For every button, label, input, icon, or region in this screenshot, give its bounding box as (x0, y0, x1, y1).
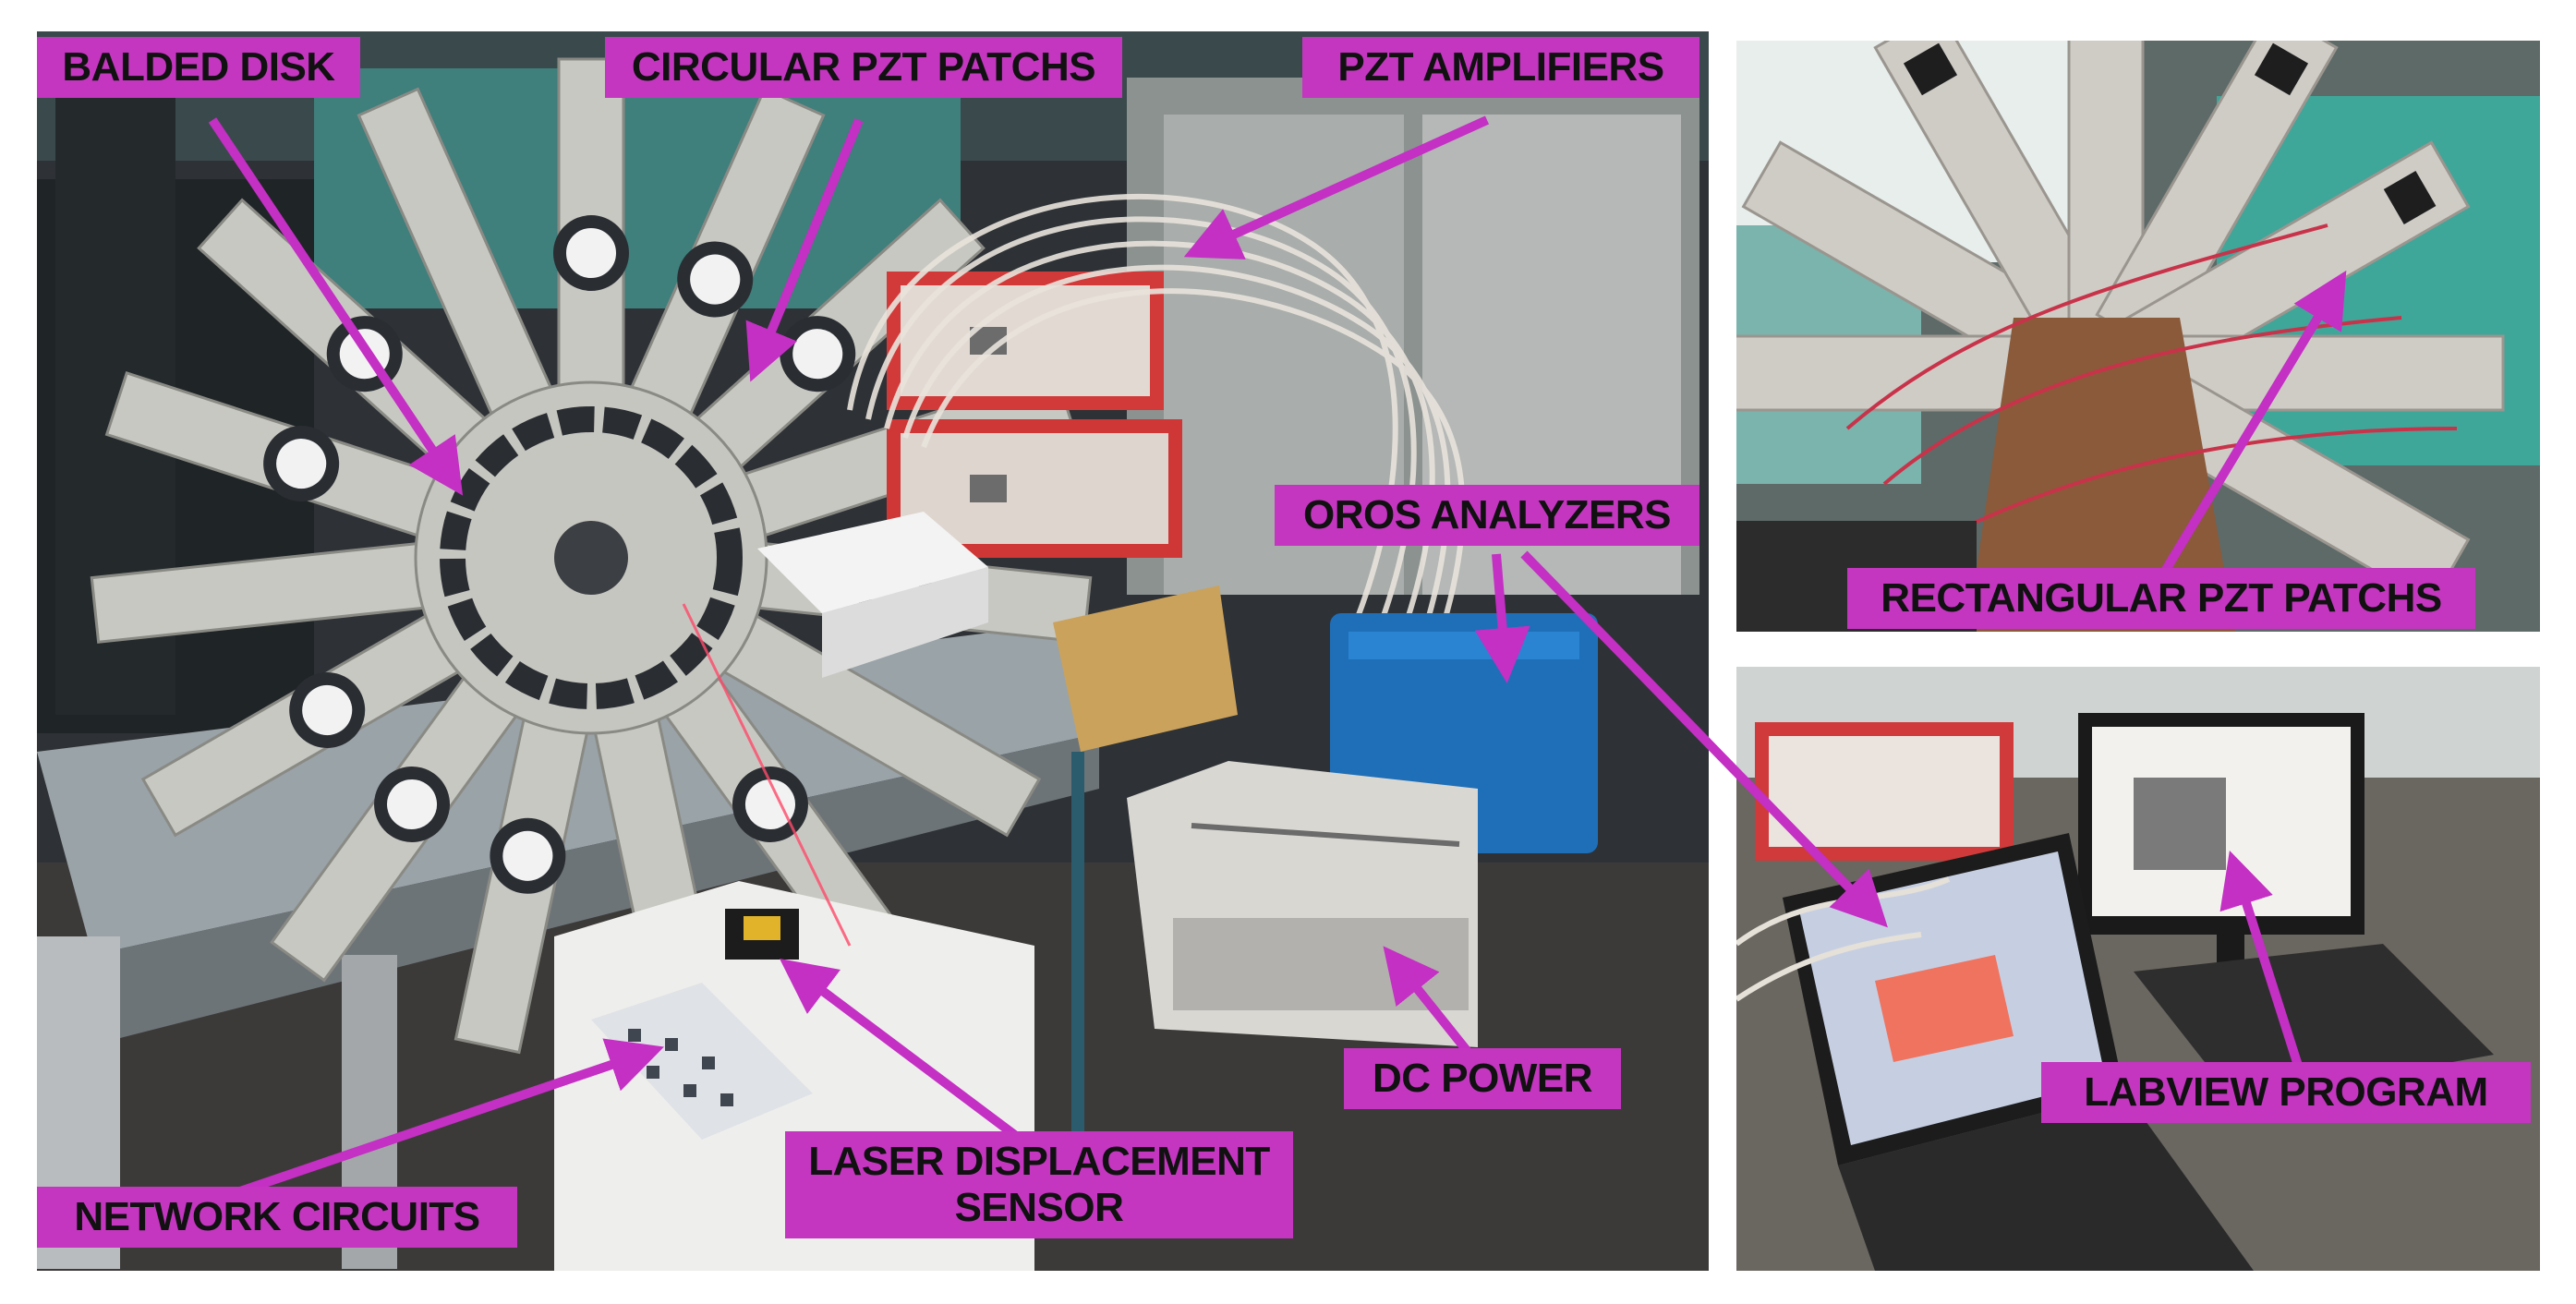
label-pzt-amplifiers: PZT AMPLIFIERS (1302, 37, 1699, 98)
label-oros-analyzers: OROS ANALYZERS (1275, 485, 1699, 546)
rear-disk-photo (1736, 41, 2540, 632)
label-dc-power: DC POWER (1344, 1048, 1621, 1109)
rear-photo-drawing (1736, 41, 2540, 632)
labview-photo-drawing (1736, 667, 2540, 1271)
dc-power-drawing (1127, 761, 1478, 1047)
label-labview-program: LABVIEW PROGRAM (2041, 1062, 2531, 1123)
label-laser-displacement-sensor: LASER DISPLACEMENT SENSOR (785, 1131, 1293, 1238)
label-rectangular-pzt-patchs: RECTANGULAR PZT PATCHS (1847, 568, 2475, 629)
label-network-circuits: NETWORK CIRCUITS (37, 1187, 517, 1248)
label-circular-pzt-patchs: CIRCULAR PZT PATCHS (605, 37, 1122, 98)
labview-photo (1736, 667, 2540, 1271)
label-bladed-disk: BALDED DISK (37, 37, 360, 98)
